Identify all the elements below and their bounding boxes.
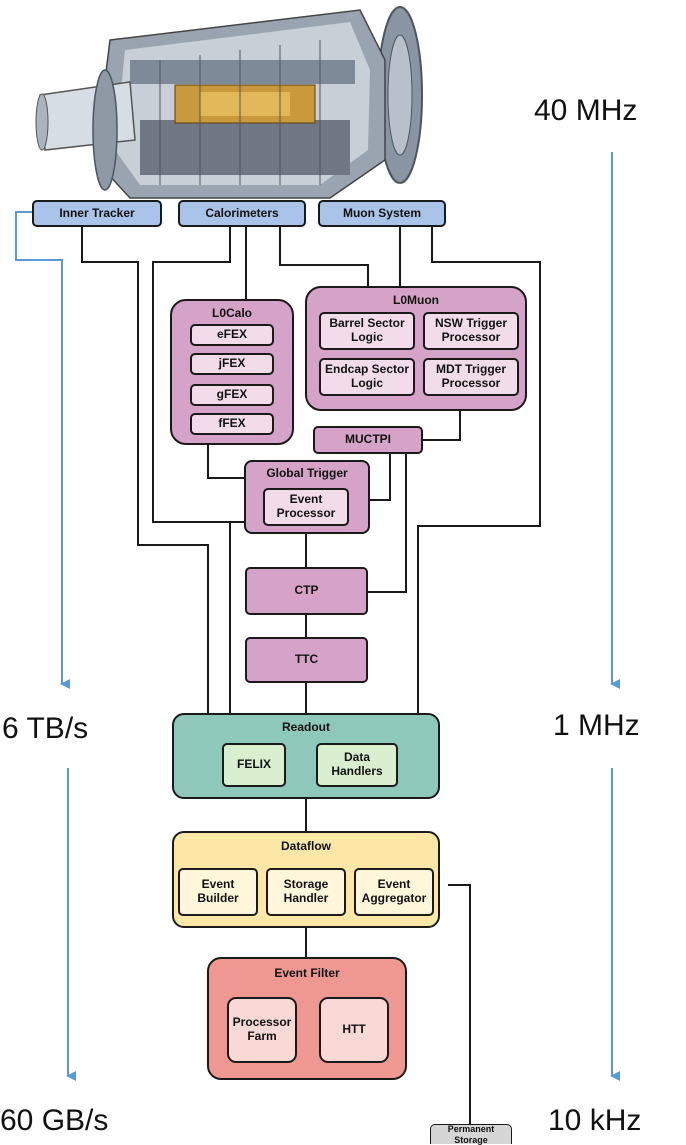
endcap-sector-logic-box: Endcap Sector Logic (319, 358, 415, 396)
efex-label: eFEX (216, 327, 247, 342)
mdt-trigger-processor-box: MDT Trigger Processor (423, 358, 519, 396)
permanent-storage-label: Permanent Storage (447, 1124, 495, 1145)
line-muctpi-global (369, 454, 391, 501)
processor-farm-label: Processor Farm (232, 1015, 292, 1043)
muctpi-box: MUCTPI (313, 426, 423, 454)
endcap-sector-logic-label: Endcap Sector Logic (324, 362, 410, 390)
rate-1mhz: 1 MHz (553, 709, 640, 742)
nsw-trigger-processor-label: NSW Trigger Processor (434, 316, 507, 344)
line-calo-l0muon (279, 226, 369, 287)
event-aggregator-box: Event Aggregator (354, 868, 434, 916)
line-innertracker-readout (81, 226, 209, 714)
ffex-label: fFEX (218, 416, 246, 431)
line-muctpi-ctp (368, 454, 407, 593)
gfex-label: gFEX (216, 387, 248, 402)
efex-box: eFEX (190, 324, 274, 346)
processor-farm-box: Processor Farm (227, 997, 297, 1063)
storage-handler-box: Storage Handler (266, 868, 346, 916)
global-trigger-title: Global Trigger (266, 466, 348, 480)
jfex-label: jFEX (218, 356, 246, 371)
line-dataflow-storage (448, 884, 471, 1125)
barrel-sector-logic-label: Barrel Sector Logic (329, 316, 405, 344)
jfex-box: jFEX (190, 353, 274, 375)
rate-10khz: 10 kHz (548, 1104, 642, 1137)
inner-tracker-box: Inner Tracker (32, 200, 162, 227)
ttc-box: TTC (245, 637, 368, 683)
felix-box: FELIX (222, 743, 286, 787)
data-handlers-box: Data Handlers (316, 743, 398, 787)
ffex-box: fFEX (190, 413, 274, 435)
line-l0calo-global (207, 444, 245, 479)
data-handlers-label: Data Handlers (331, 750, 383, 778)
calorimeters-box: Calorimeters (178, 200, 306, 227)
permanent-storage-box: Permanent Storage (430, 1124, 512, 1145)
event-processor-label: Event Processor (276, 492, 336, 520)
global-trigger-group: Global Trigger Event Processor (244, 460, 370, 534)
readout-title: Readout (282, 720, 330, 734)
ttc-label: TTC (294, 652, 319, 667)
felix-label: FELIX (236, 757, 271, 772)
l0calo-group: L0Calo eFEX jFEX gFEX fFEX (170, 299, 294, 445)
line-calo-global (152, 226, 245, 523)
rate-60gbs: 60 GB/s (0, 1104, 109, 1137)
dataflow-group: Dataflow Event Builder Storage Handler E… (172, 831, 440, 928)
ctp-label: CTP (294, 583, 319, 598)
htt-box: HTT (319, 997, 389, 1063)
l0muon-title: L0Muon (393, 293, 439, 307)
event-processor-box: Event Processor (263, 488, 349, 526)
readout-group: Readout FELIX Data Handlers (172, 713, 440, 799)
muon-system-label: Muon System (342, 205, 421, 220)
htt-label: HTT (342, 1022, 366, 1037)
event-filter-title: Event Filter (274, 966, 340, 980)
line-l0muon-muctpi (423, 410, 461, 441)
dataflow-title: Dataflow (280, 839, 331, 853)
muctpi-label: MUCTPI (345, 432, 391, 447)
detector-graphic (35, 6, 423, 199)
event-filter-group: Event Filter Processor Farm HTT (207, 957, 407, 1080)
event-builder-label: Event Builder (197, 877, 239, 905)
line-muon-readout (417, 226, 541, 714)
nsw-trigger-processor-box: NSW Trigger Processor (423, 312, 519, 350)
rate-6tbs: 6 TB/s (2, 712, 89, 745)
event-builder-box: Event Builder (178, 868, 258, 916)
gfex-box: gFEX (190, 384, 274, 406)
l0muon-group: L0Muon Barrel Sector Logic NSW Trigger P… (305, 286, 527, 411)
mdt-trigger-processor-label: MDT Trigger Processor (435, 362, 506, 390)
event-aggregator-label: Event Aggregator (361, 877, 427, 905)
barrel-sector-logic-box: Barrel Sector Logic (319, 312, 415, 350)
muon-system-box: Muon System (318, 200, 446, 227)
rate-arrow-left-top (15, 211, 70, 689)
calorimeters-label: Calorimeters (205, 205, 279, 220)
l0calo-title: L0Calo (211, 306, 252, 320)
inner-tracker-label: Inner Tracker (59, 205, 135, 220)
rate-40mhz: 40 MHz (534, 94, 638, 127)
storage-handler-label: Storage Handler (283, 877, 329, 905)
ctp-box: CTP (245, 567, 368, 615)
